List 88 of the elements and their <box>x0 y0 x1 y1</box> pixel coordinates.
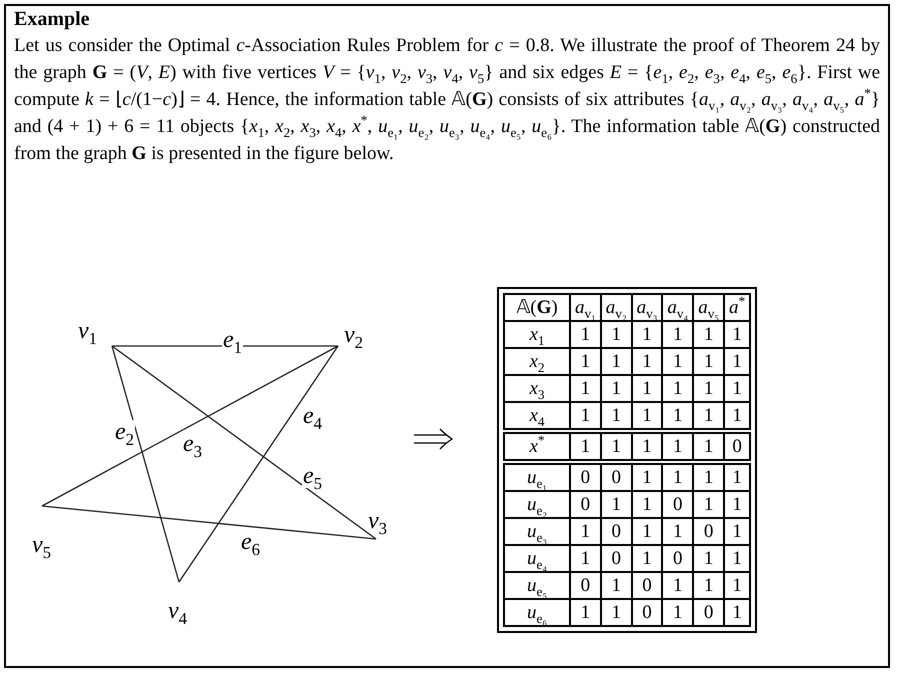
table-value: 1 <box>600 375 632 402</box>
vertex-label: v$_{1}$ <box>76 318 100 344</box>
row-header: u$_{e₃}$ <box>504 518 570 545</box>
graph-edge <box>42 505 376 540</box>
graph-edge <box>111 346 180 582</box>
table-value: 0 <box>693 599 724 626</box>
row-header: u$_{e₆}$ <box>504 599 570 626</box>
table-value: 1 <box>662 462 694 491</box>
row-header: x$_{3}$ <box>504 375 570 402</box>
table-value: 0 <box>632 599 662 626</box>
table-value: 0 <box>570 572 601 599</box>
table-value: 1 <box>570 348 601 375</box>
row-header: x$_{1}$ <box>504 321 570 348</box>
table-value: 1 <box>662 348 694 375</box>
table-value: 1 <box>724 599 750 626</box>
table-value: 1 <box>632 375 662 402</box>
vertex-label: v$_{5}$ <box>30 532 54 558</box>
column-header: a$^{*}$ <box>724 294 750 321</box>
table-value: 1 <box>662 518 694 545</box>
table-value: 1 <box>724 518 750 545</box>
table-value: 1 <box>693 375 724 402</box>
table-value: 1 <box>632 431 662 462</box>
table-value: 1 <box>570 321 601 348</box>
table-value: 0 <box>662 491 694 518</box>
table-value: 1 <box>570 518 601 545</box>
column-header: a$_{v₃}$ <box>632 294 662 321</box>
vertex-label: v$_{4}$ <box>166 598 190 624</box>
graph-edge <box>42 345 338 507</box>
table-value: 1 <box>693 462 724 491</box>
table-value: 1 <box>724 572 750 599</box>
paragraph: Let us consider the Optimal c-Association Rules Problem for c = 0.8. We illustrate the proof of Theorem 24 by the graph G = (V, E) with five vertices V = {v$_{1}$, v$_{2}$, v$_{3}$, v$_{4}$, v$_{5}$} and six edges E = {e$_{1}$, e$_{2}$, e$_{3}$, e$_{4}$, e$_{5}$, e$_{6}$}. First we compute k = ⌊c/(1−c)⌋ = 4. Hence, the information table 𝔸(G) consists of six attributes {a$_{v₁}$, a$_{v₂}$, a$_{v₃}$, a$_{v₄}$, a$_{v₅}$, a$^{*}$} and (4 + 1) + 6 = 11 objects {x$_{1}$, x$_{2}$, x$_{3}$, x$_{4}$, x$^{*}$, u$_{e₁}$, u$_{e₂}$, u$_{e₃}$, u$_{e₄}$, u$_{e₅}$, u$_{e₆}$}. The information table 𝔸(G) constructed from the graph G is presented in the figure below. <box>14 34 880 166</box>
table-value: 0 <box>693 518 724 545</box>
table-value: 1 <box>570 431 601 462</box>
table-value: 1 <box>724 321 750 348</box>
table-value: 1 <box>724 375 750 402</box>
table-value: 1 <box>600 431 632 462</box>
table-value: 0 <box>570 462 601 491</box>
table-value: 1 <box>570 375 601 402</box>
edge-label: e$_{2}$ <box>114 420 136 444</box>
column-header: a$_{v₄}$ <box>662 294 694 321</box>
table-value: 0 <box>632 572 662 599</box>
row-header: x$^{*}$ <box>504 431 570 462</box>
table-value: 1 <box>632 348 662 375</box>
table-value: 1 <box>632 545 662 572</box>
table-value: 1 <box>570 545 601 572</box>
table-value: 1 <box>632 462 662 491</box>
table-value: 1 <box>632 518 662 545</box>
table-value: 1 <box>600 572 632 599</box>
table-value: 0 <box>600 545 632 572</box>
row-header: u$_{e₄}$ <box>504 545 570 572</box>
graph-edge <box>112 345 338 347</box>
table-value: 1 <box>662 375 694 402</box>
table-value: 1 <box>662 599 694 626</box>
table-value: 1 <box>570 599 601 626</box>
vertex-label: v$_{3}$ <box>366 508 390 534</box>
table-value: 0 <box>662 545 694 572</box>
table-value: 0 <box>570 491 601 518</box>
table-value: 0 <box>600 462 632 491</box>
row-header: u$_{e₁}$ <box>504 462 570 491</box>
table-value: 1 <box>600 491 632 518</box>
row-header: x$_{2}$ <box>504 348 570 375</box>
table-value: 1 <box>724 491 750 518</box>
table-value: 1 <box>693 491 724 518</box>
column-header: 𝔸(G) <box>504 294 570 321</box>
heading: Example <box>14 8 90 31</box>
table-value: 1 <box>662 572 694 599</box>
row-header: x$_{4}$ <box>504 402 570 431</box>
graph-edge <box>178 346 339 582</box>
table-value: 1 <box>600 599 632 626</box>
table-value: 1 <box>693 348 724 375</box>
table-value: 1 <box>693 545 724 572</box>
table-value: 1 <box>724 545 750 572</box>
table-value: 1 <box>662 431 694 462</box>
table-value: 1 <box>693 321 724 348</box>
table-value: 1 <box>693 572 724 599</box>
table-value: 0 <box>600 518 632 545</box>
table-value: 1 <box>600 348 632 375</box>
vertex-label: v$_{2}$ <box>342 322 366 348</box>
table-value: 1 <box>724 348 750 375</box>
table-value: 1 <box>724 462 750 491</box>
table-value: 1 <box>693 431 724 462</box>
table-value: 1 <box>632 321 662 348</box>
table-value: 1 <box>600 321 632 348</box>
column-header: a$_{v₁}$ <box>570 294 601 321</box>
table-value: 0 <box>724 431 750 462</box>
table-value: 1 <box>662 321 694 348</box>
table-value: 1 <box>632 491 662 518</box>
graph-edge <box>112 345 376 540</box>
